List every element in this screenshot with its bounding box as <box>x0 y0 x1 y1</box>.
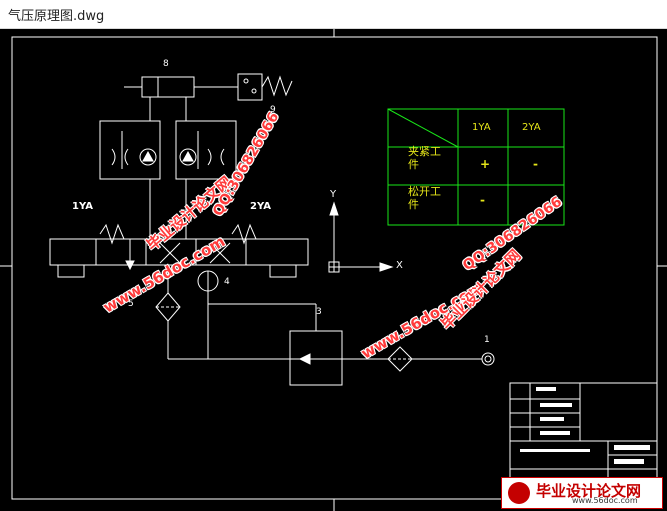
table-cell-release-1ya: - <box>480 193 485 207</box>
table-cell-clamp-2ya: - <box>533 157 538 171</box>
axis-y-label: Y <box>330 189 337 200</box>
label-3: 3 <box>316 307 322 317</box>
axis-x-label: X <box>396 260 403 271</box>
label-2ya: 2YA <box>250 201 271 212</box>
throttle-block-right <box>175 120 237 180</box>
table-header-1ya: 1YA <box>472 122 491 133</box>
drawing-canvas[interactable]: 8 9 7 1YA 2YA 4 5 3 1 Y X 1YA 2YA 夹紧工件 +… <box>0 29 667 511</box>
label-7: 7 <box>246 149 252 159</box>
cad-drawing <box>0 29 667 511</box>
state-table-lines <box>387 108 565 226</box>
label-5: 5 <box>128 299 134 309</box>
label-8: 8 <box>163 59 169 69</box>
label-1: 1 <box>484 335 490 345</box>
valve-9 <box>237 73 263 101</box>
air-source-1 <box>481 352 495 366</box>
brand-url: www.56doc.com <box>572 496 638 505</box>
window-title: 气压原理图.dwg <box>8 9 105 24</box>
directional-valve <box>49 238 309 266</box>
table-row-clamp: 夹紧工件 <box>408 145 441 171</box>
label-4: 4 <box>224 277 230 287</box>
label-1ya: 1YA <box>72 201 93 212</box>
regulator-3 <box>289 330 343 386</box>
brand-logo-box: 毕业设计论文网 www.56doc.com <box>501 477 663 509</box>
brand-logo-icon <box>508 482 530 504</box>
cylinder-8 <box>141 76 195 98</box>
table-header-2ya: 2YA <box>522 122 541 133</box>
air-filter <box>387 346 413 372</box>
label-9: 9 <box>270 105 276 115</box>
table-cell-clamp-1ya: + <box>480 157 491 171</box>
window-titlebar: 气压原理图.dwg <box>0 0 667 29</box>
table-row-release: 松开工件 <box>408 185 441 211</box>
brand-name: 毕业设计论文网 <box>536 482 642 500</box>
throttle-block-left <box>99 120 161 180</box>
